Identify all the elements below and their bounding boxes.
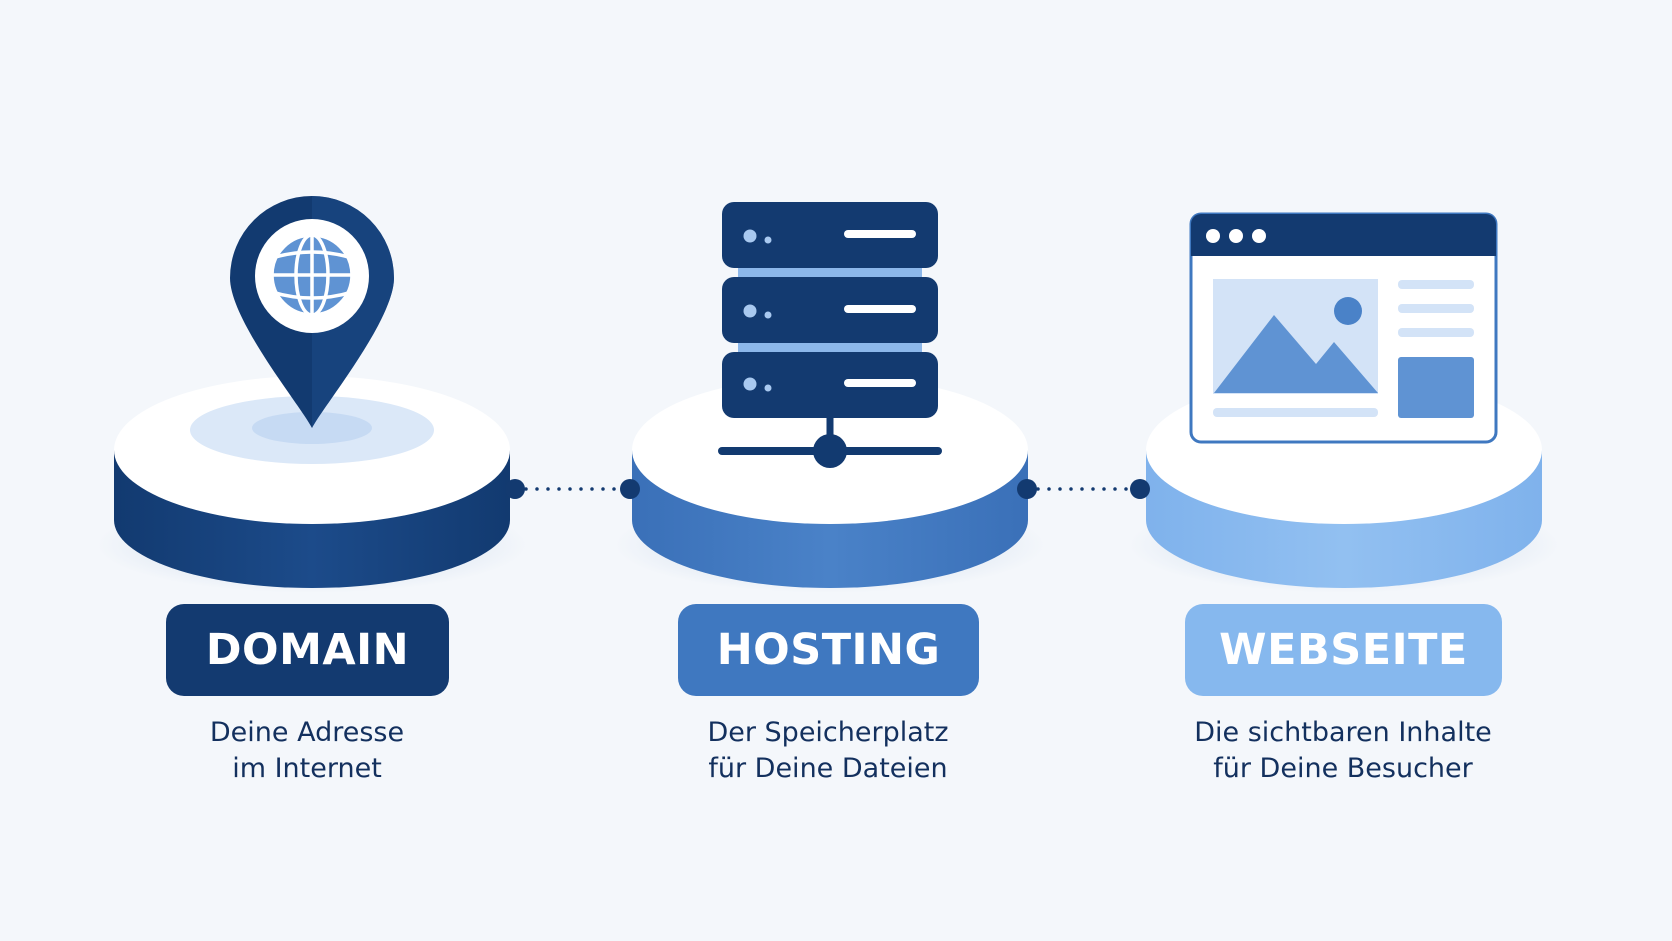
server-rack-icon — [718, 202, 942, 468]
server-unit-2 — [722, 277, 938, 343]
domain-label: DOMAIN — [166, 604, 449, 696]
webseite-label: WEBSEITE — [1185, 604, 1502, 696]
hosting-description: Der Speicherplatz für Deine Dateien — [618, 715, 1038, 787]
webseite-description: Die sichtbaren Inhalte für Deine Besuche… — [1133, 715, 1553, 787]
image-placeholder-icon — [1213, 279, 1378, 394]
server-unit-3 — [722, 352, 938, 418]
webseite-description-line-1: Die sichtbaren Inhalte — [1194, 717, 1492, 748]
webseite-description-line-2: für Deine Besucher — [1213, 753, 1473, 784]
location-pin-globe-icon — [229, 195, 394, 428]
domain-description-line-1: Deine Adresse — [209, 717, 405, 748]
connector-domain-hosting — [505, 479, 640, 499]
globe-icon — [270, 233, 354, 317]
browser-window-icon — [1189, 212, 1498, 444]
domain-description: Deine Adresse im Internet — [97, 715, 517, 787]
hosting-label: HOSTING — [678, 604, 979, 696]
domain-platform — [97, 376, 527, 593]
hosting-description-line-1: Der Speicherplatz — [707, 717, 949, 748]
connector-hosting-webseite — [1017, 479, 1150, 499]
domain-description-line-2: im Internet — [232, 753, 382, 784]
server-unit-1 — [722, 202, 938, 268]
hosting-description-line-2: für Deine Dateien — [708, 753, 948, 784]
